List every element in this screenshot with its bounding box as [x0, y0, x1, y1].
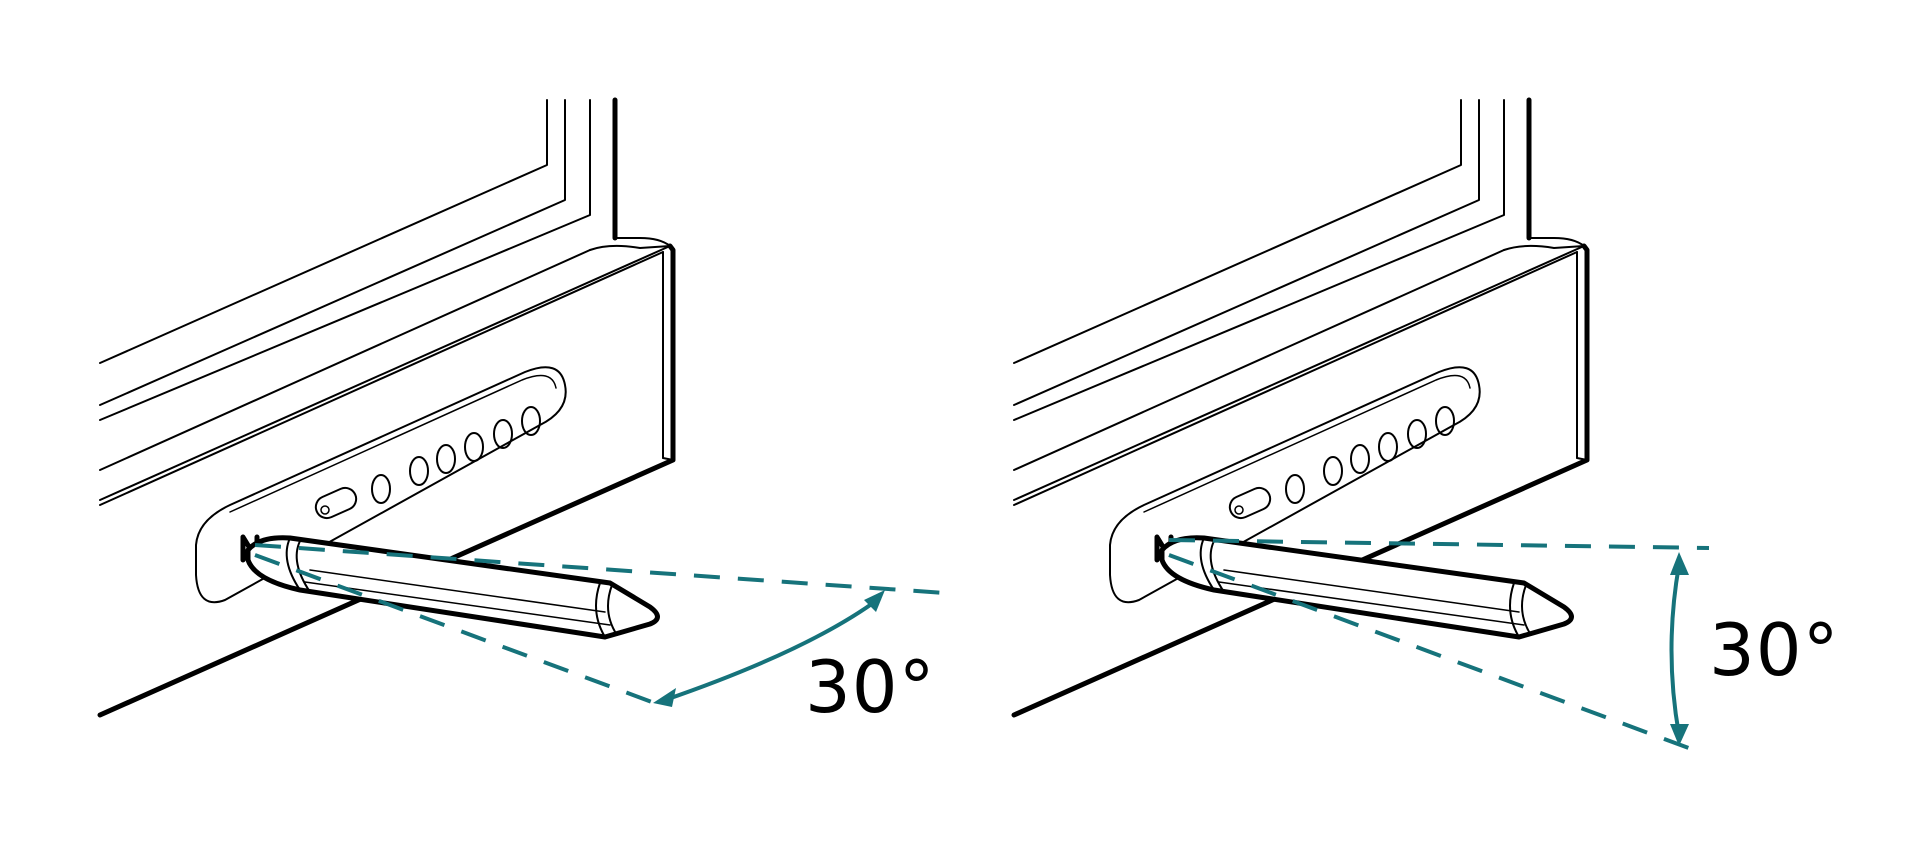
angle-label: 30° [805, 645, 936, 729]
display-frame [99, 97, 671, 501]
stylus-pen [245, 535, 660, 640]
left-panel-illustration: 30° [97, 97, 946, 729]
angle-guides [254, 543, 946, 707]
right-panel-illustration: 30° [1011, 97, 1840, 752]
port-holes [1228, 406, 1455, 520]
angle-guides [1168, 538, 1710, 752]
display-frame [1013, 97, 1585, 501]
angle-label: 30° [1709, 608, 1840, 692]
port-holes [314, 406, 541, 520]
